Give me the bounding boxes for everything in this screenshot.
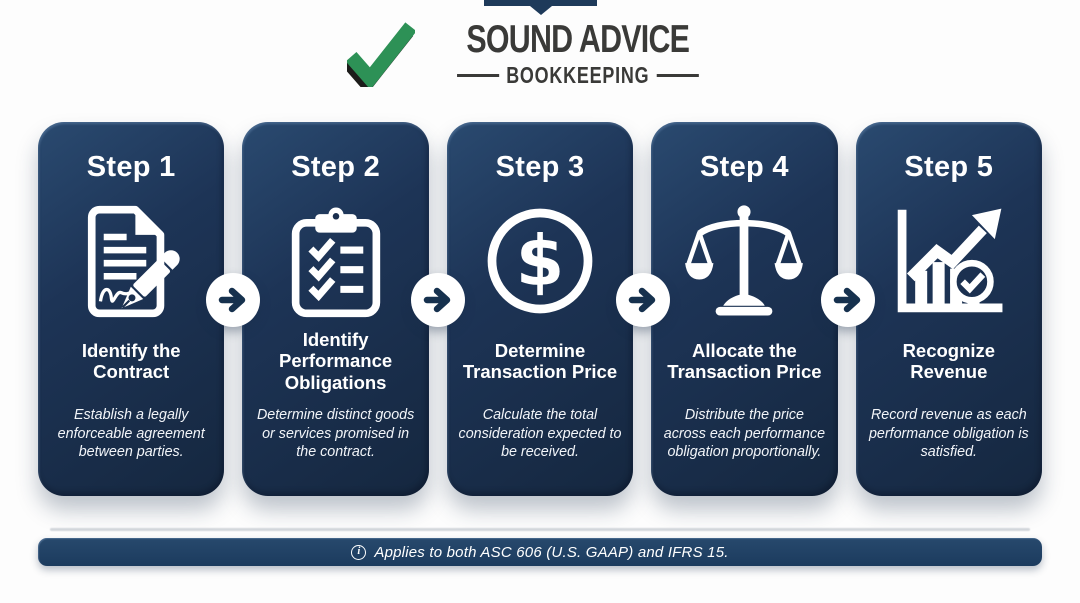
balance-scale-icon <box>678 197 810 325</box>
step-description: Distribute the price across each perform… <box>663 407 826 461</box>
info-icon: i <box>351 544 367 560</box>
step-card-1: Step 1 <box>38 122 225 496</box>
footer-note-bar: i Applies to both ASC 606 (U.S. GAAP) an… <box>38 538 1042 566</box>
step-title: Allocate the Transaction Price <box>667 339 822 382</box>
footer-divider <box>50 528 1030 531</box>
logo-left-dash <box>457 73 500 78</box>
top-ribbon-stub <box>484 0 597 6</box>
brand-logo: SOUND ADVICE BOOKKEEPING <box>0 20 1080 87</box>
contract-signature-pen-icon <box>65 197 197 325</box>
footer-note-text: Applies to both ASC 606 (U.S. GAAP) and … <box>374 543 729 561</box>
step-card-2: Step 2 Identify Performance <box>242 122 429 496</box>
next-step-arrow-icon <box>411 273 465 327</box>
step-description: Establish a legally enforceable agreemen… <box>57 407 205 461</box>
step-title: Determine Transaction Price <box>462 339 618 382</box>
step-description: Calculate the total consideration expect… <box>458 407 622 461</box>
brand-line1: SOUND ADVICE <box>466 18 691 61</box>
clipboard-checklist-icon <box>270 197 402 325</box>
logo-right-dash <box>656 73 699 78</box>
step-title: Identify Performance Obligations <box>279 329 393 393</box>
brand-name: SOUND ADVICE BOOKKEEPING <box>457 18 699 88</box>
steps-row: Step 1 <box>38 122 1043 496</box>
brand-line2: BOOKKEEPING <box>506 62 650 88</box>
step-description: Determine distinct goods or services pro… <box>256 407 415 461</box>
next-step-arrow-icon <box>206 273 260 327</box>
step-number: Step 1 <box>86 151 176 183</box>
step-number: Step 5 <box>904 151 994 183</box>
svg-text:$: $ <box>516 221 565 302</box>
step-number: Step 2 <box>291 151 381 183</box>
step-number: Step 3 <box>495 151 585 183</box>
next-step-arrow-icon <box>616 273 670 327</box>
dollar-circle-icon: $ <box>474 197 606 325</box>
step-card-5: Step 5 Recognize Revenue Record r <box>855 122 1043 496</box>
step-description: Record revenue as each performance oblig… <box>868 407 1029 461</box>
logo-checkmark-icon <box>347 21 416 87</box>
step-number: Step 4 <box>700 151 789 183</box>
step-card-3: Step 3 $ Determine Transaction Price Cal… <box>446 122 634 496</box>
step-card-4: Step 4 Allocate the Transaction Price <box>651 122 838 496</box>
next-step-arrow-icon <box>821 273 875 327</box>
growth-chart-check-icon <box>883 197 1015 325</box>
step-title: Recognize Revenue <box>902 339 996 382</box>
step-title: Identify the Contract <box>81 339 181 382</box>
